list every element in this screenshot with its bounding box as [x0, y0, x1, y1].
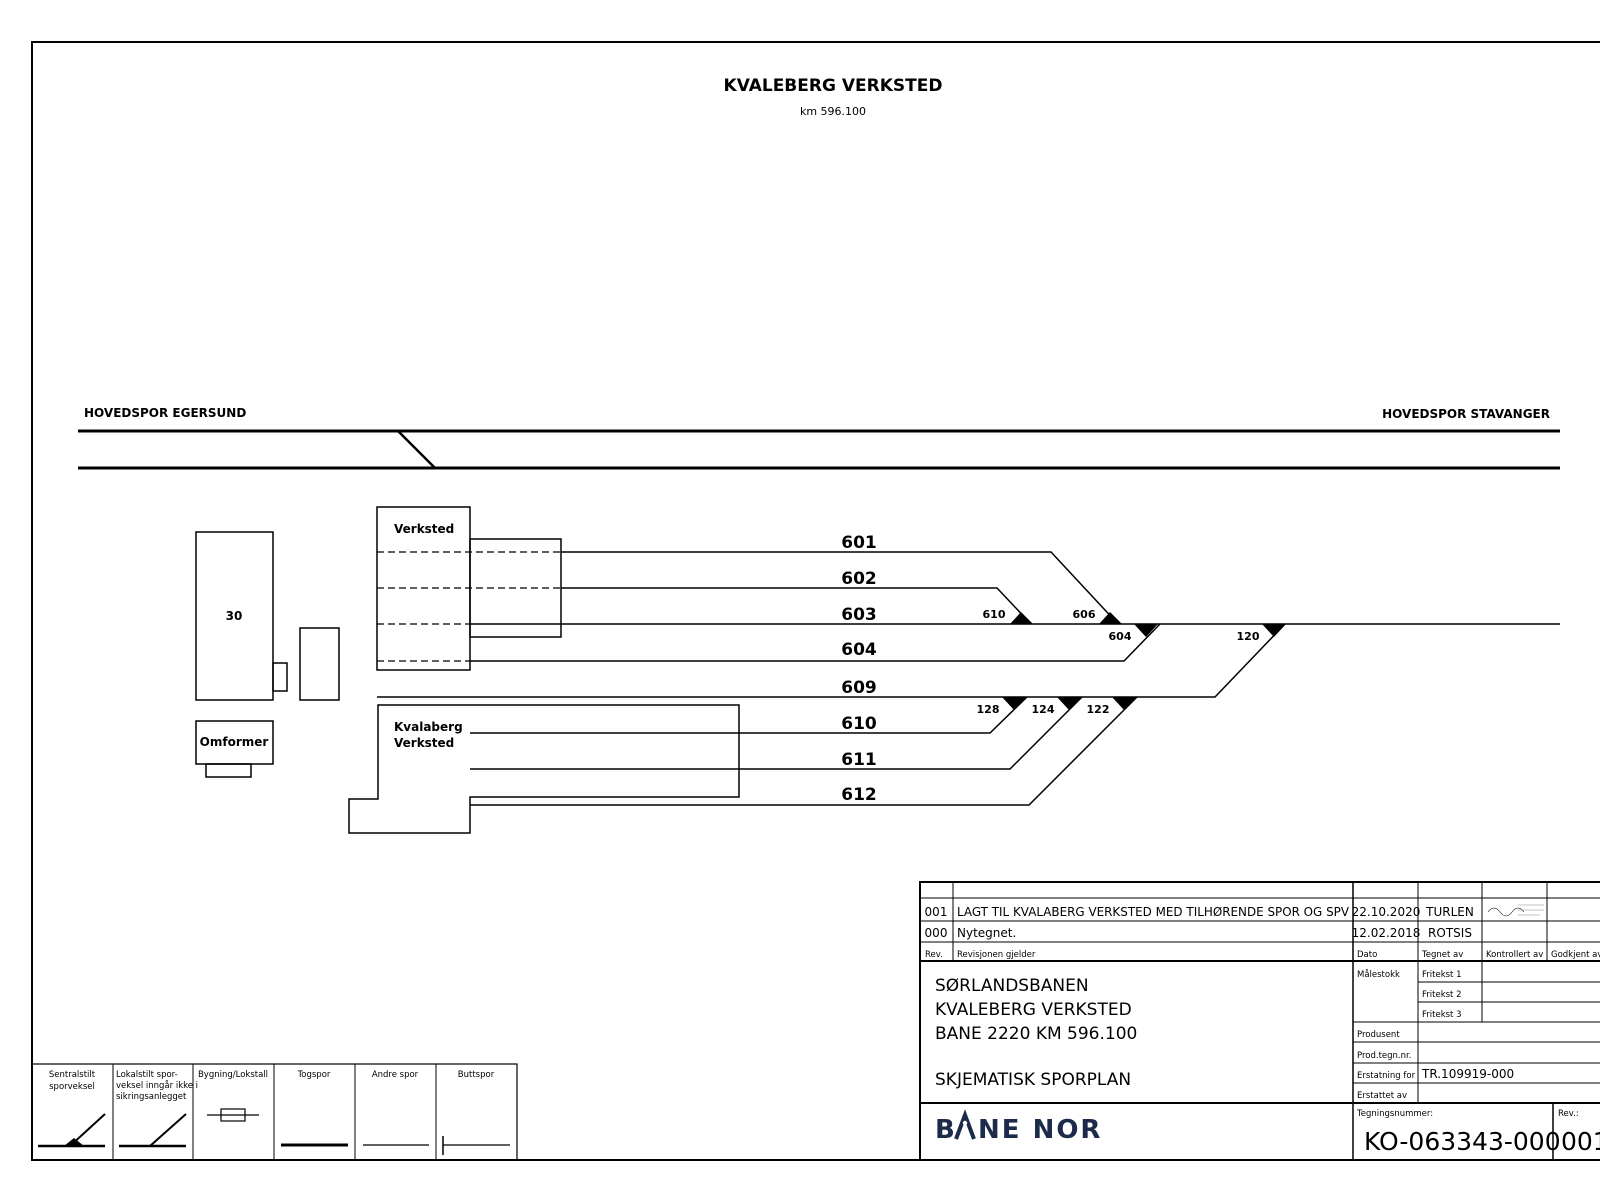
revision-000-date: 12.02.2018: [1352, 926, 1421, 940]
revision-000-text: Nytegnet.: [957, 926, 1016, 940]
verksted-label: Verksted: [394, 522, 454, 536]
track-number-603: 603: [841, 605, 877, 625]
track-number-610: 610: [841, 714, 877, 734]
scale-label: Målestokk: [1357, 969, 1400, 980]
revision-001-drawn-by: TURLEN: [1425, 905, 1474, 919]
bane-nor-logo: B NE NOR: [935, 1109, 1102, 1145]
kvaleberg-verksted-label-1: Kvalaberg: [394, 720, 463, 734]
track-604: [470, 623, 1161, 662]
project-line-1: SØRLANDSBANEN: [935, 976, 1089, 996]
switch-label-120: 120: [1237, 630, 1260, 643]
drawing-title: KVALEBERG VERKSTED: [724, 76, 943, 96]
legend-other-track-label: Andre spor: [372, 1070, 419, 1080]
kvaleberg-verksted-building: [348, 704, 740, 834]
replaced-by-label: Erstattet av: [1357, 1091, 1407, 1101]
building-30-label: 30: [226, 609, 243, 623]
track-602: [561, 587, 1032, 625]
revision-000-number: 000: [925, 926, 948, 940]
legend-local-switch-label-3: sikringsanlegget: [116, 1092, 187, 1102]
track-611: [470, 696, 1083, 770]
logo-a-mark: [954, 1109, 976, 1140]
legend-building-icon: [207, 1108, 259, 1122]
free-text-2: Fritekst 2: [1422, 990, 1461, 1000]
drawing-number-label: Tegningsnummer:: [1356, 1109, 1433, 1119]
track-number-611: 611: [841, 750, 877, 770]
legend-local-switch-label-1: Lokalstilt spor-: [116, 1070, 178, 1080]
legend-building-label: Bygning/Lokstall: [198, 1070, 268, 1080]
switch-128-symbol: [1002, 697, 1026, 710]
drawing-frame: [31, 41, 1600, 1161]
legend-train-track-label: Togspor: [297, 1070, 331, 1080]
logo-text-b: B: [935, 1115, 957, 1145]
logo-text-nenor: NE NOR: [978, 1115, 1102, 1145]
main-crossover: [397, 430, 436, 469]
prod-number-label: Prod.tegn.nr.: [1357, 1051, 1411, 1061]
producer-label: Produsent: [1357, 1030, 1400, 1040]
track-609: [377, 623, 1286, 698]
rev-value: 001: [1561, 1127, 1600, 1156]
building-30: [195, 531, 274, 701]
revision-001-text: LAGT TIL KVALABERG VERKSTED MED TILHØREN…: [957, 905, 1350, 919]
omformer-label: Omformer: [200, 735, 269, 749]
free-text-3: Fritekst 3: [1422, 1010, 1461, 1020]
legend-buffer-track-label: Buttspor: [458, 1070, 495, 1080]
track-number-601: 601: [841, 533, 877, 553]
small-building: [299, 627, 340, 701]
project-line-3: BANE 2220 KM 596.100: [935, 1024, 1137, 1044]
switch-122-symbol: [1112, 697, 1136, 710]
track-number-609: 609: [841, 678, 877, 698]
track-610: [470, 696, 1028, 734]
header-description: Revisjonen gjelder: [957, 950, 1036, 960]
logo-a-dot: [962, 1120, 968, 1126]
legend-central-switch-icon: [38, 1113, 106, 1148]
drawing-subtitle: km 596.100: [800, 105, 866, 118]
switch-124-symbol: [1057, 697, 1081, 710]
legend-local-switch-icon: [119, 1113, 187, 1148]
track-number-612: 612: [841, 785, 877, 805]
revision-001-signature: [1487, 904, 1544, 917]
drawing-title-block-title: SKJEMATISK SPORPLAN: [935, 1070, 1131, 1090]
switch-label-604: 604: [1109, 630, 1132, 643]
legend-central-switch-label-1: Sentralstilt: [49, 1070, 96, 1080]
header-drawn: Tegnet av: [1421, 950, 1463, 960]
rev-label: Rev.:: [1558, 1109, 1579, 1119]
switch-label-610: 610: [983, 608, 1006, 621]
building-30-annex: [272, 662, 288, 692]
kvaleberg-verksted-label-2: Verksted: [394, 736, 454, 750]
switch-label-128: 128: [977, 703, 1000, 716]
revision-001-date: 22.10.2020: [1352, 905, 1421, 919]
omformer-base: [205, 763, 252, 778]
track-612: [470, 696, 1138, 806]
switch-120-symbol: [1262, 624, 1286, 637]
revision-000-drawn-by: ROTSIS: [1428, 926, 1472, 940]
track-number-602: 602: [841, 569, 877, 589]
drawing-number: KO-063343-000: [1364, 1127, 1561, 1156]
header-approved: Godkjent av: [1551, 950, 1600, 960]
main-track-left-label: HOVEDSPOR EGERSUND: [84, 406, 246, 420]
legend: Sentralstilt sporveksel Lokalstilt spor-…: [31, 1063, 518, 1161]
revision-001-number: 001: [925, 905, 948, 919]
header-rev: Rev.: [925, 950, 943, 960]
switch-label-606: 606: [1073, 608, 1096, 621]
switch-610-symbol: [1010, 612, 1033, 624]
track-number-604: 604: [841, 640, 877, 660]
switch-label-122: 122: [1087, 703, 1110, 716]
legend-local-switch-label-2: veksel inngår ikke i: [116, 1080, 198, 1091]
legend-central-switch-label-2: sporveksel: [49, 1082, 95, 1092]
switch-label-124: 124: [1032, 703, 1055, 716]
switch-604-symbol: [1134, 624, 1158, 637]
switch-606-symbol: [1099, 612, 1122, 624]
header-checked: Kontrollert av: [1486, 950, 1543, 960]
title-block: 001 LAGT TIL KVALABERG VERKSTED MED TILH…: [919, 881, 1600, 1161]
track-601: [561, 551, 1119, 625]
replaces-label: Erstatning for: [1357, 1071, 1416, 1081]
project-line-2: KVALEBERG VERKSTED: [935, 1000, 1132, 1020]
free-text-1: Fritekst 1: [1422, 970, 1461, 980]
replaces-value: TR.109919-000: [1421, 1067, 1514, 1081]
legend-buffer-track-icon: [442, 1136, 510, 1155]
main-track-right-label: HOVEDSPOR STAVANGER: [1382, 407, 1550, 421]
header-date: Dato: [1357, 950, 1377, 960]
